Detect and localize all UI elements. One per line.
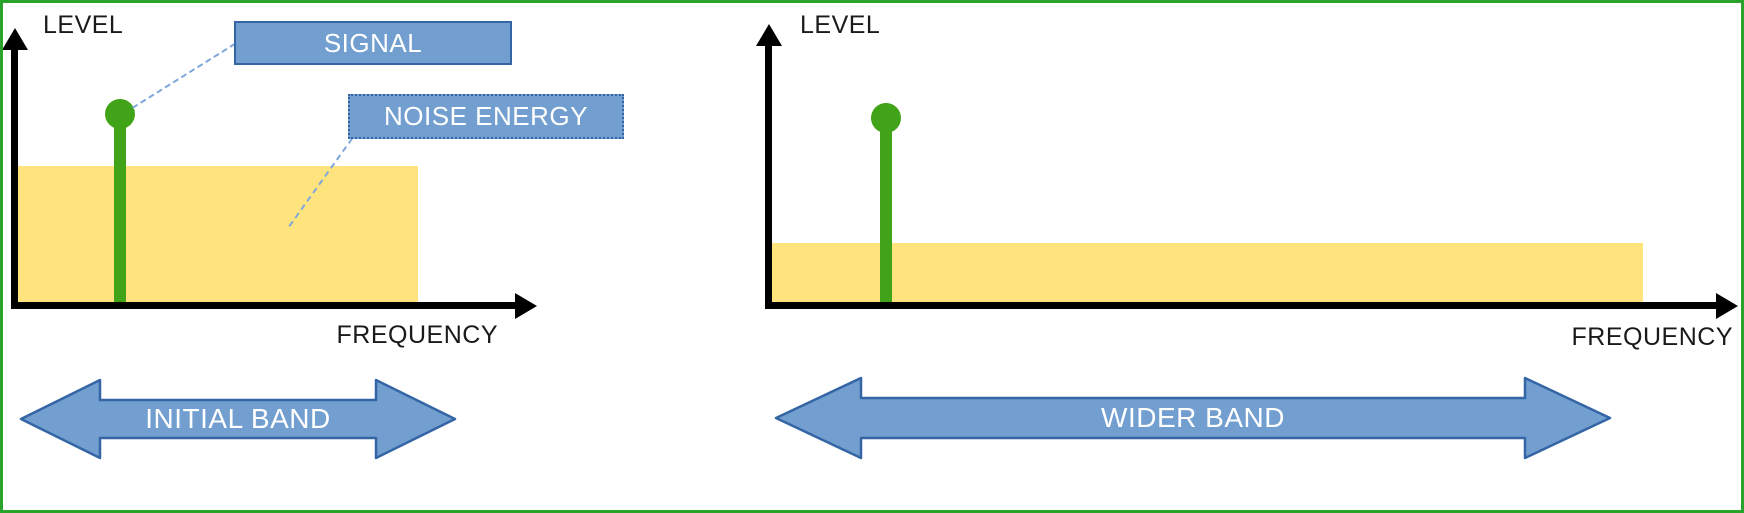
x-axis-label-left: FREQUENCY: [336, 321, 498, 349]
signal-spike-dot-left: [105, 99, 135, 129]
y-axis-label-left: LEVEL: [43, 11, 124, 39]
signal-leader-line: [132, 42, 236, 109]
noise-energy-area-left: [18, 166, 418, 302]
signal-spike-dot-right: [871, 103, 901, 133]
double-arrow-shape: [19, 378, 457, 460]
initial-band-label: INITIAL BAND: [145, 403, 331, 434]
noise-energy-callout: NOISE ENERGY: [348, 94, 624, 139]
x-axis-right: [765, 302, 1717, 309]
signal-spike-right: [880, 125, 892, 302]
initial-band-arrow: INITIAL BAND: [18, 375, 458, 463]
x-axis-label-right: FREQUENCY: [1571, 323, 1733, 351]
signal-callout-label: SIGNAL: [323, 27, 423, 58]
noise-energy-callout-label: NOISE ENERGY: [384, 101, 588, 131]
wider-band-label: WIDER BAND: [1101, 402, 1285, 433]
y-axis-left: [11, 49, 18, 309]
x-axis-left: [11, 302, 516, 309]
noise-energy-area-right: [772, 243, 1643, 302]
y-axis-right: [765, 45, 772, 309]
double-arrow-shape: [774, 376, 1612, 460]
signal-spike-left: [114, 121, 126, 302]
y-axis-label-right: LEVEL: [800, 11, 881, 39]
wider-band-arrow: WIDER BAND: [773, 373, 1613, 463]
signal-callout: SIGNAL: [234, 21, 512, 65]
